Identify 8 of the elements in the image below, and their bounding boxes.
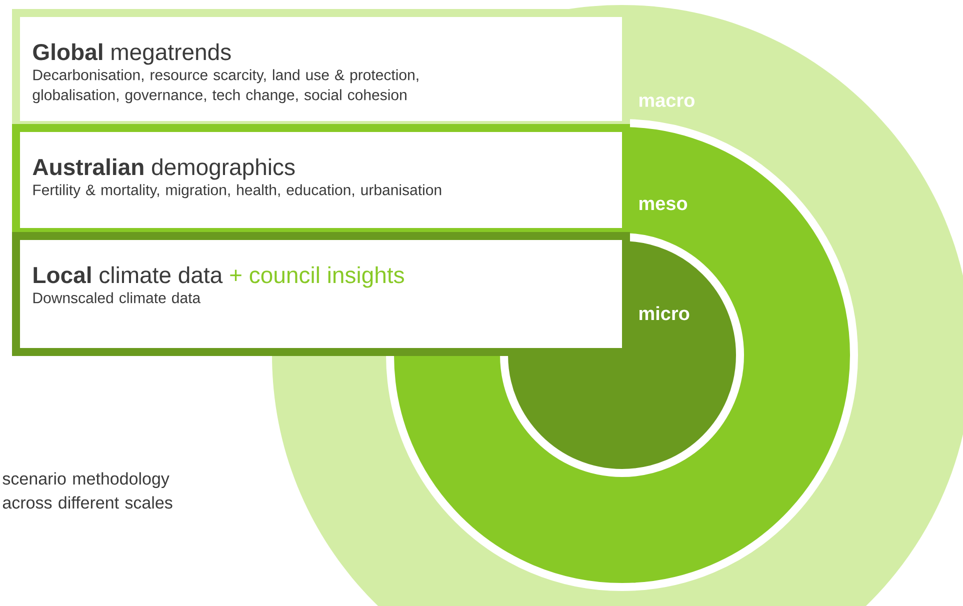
caption-text: scenario methodology across different scales bbox=[2, 472, 172, 509]
box-heading: Global megatrends bbox=[33, 43, 231, 65]
scale-label: macro bbox=[639, 96, 694, 107]
box-description: Downscaled climate data bbox=[33, 292, 201, 304]
box-heading: Australian demographics bbox=[32, 158, 295, 180]
box-description: Fertility & mortality, migration, health, education, urbanisation bbox=[33, 184, 442, 198]
box-heading: Local climate data + council insights bbox=[34, 266, 404, 288]
box-description: Decarbonisation, resource scarcity, land use & protection, globalisation, governance, tech change, social cohesion bbox=[32, 69, 418, 104]
